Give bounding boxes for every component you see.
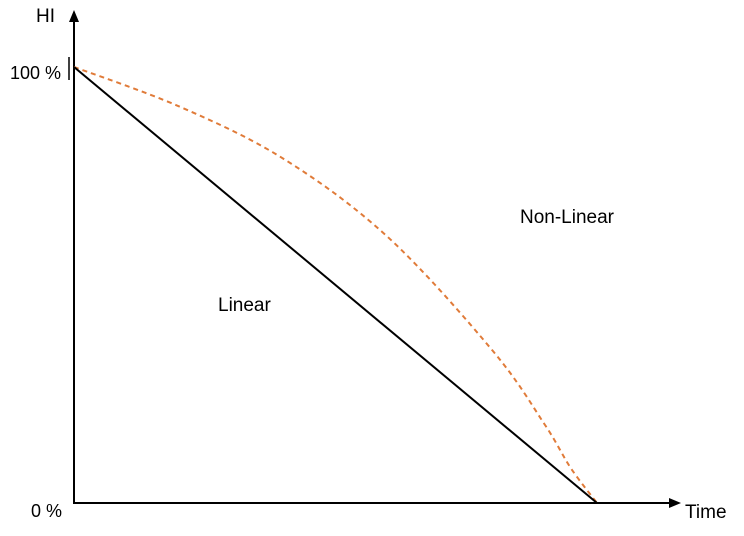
x-axis-arrow <box>669 498 681 508</box>
y-axis-arrow <box>69 10 79 22</box>
non-linear-curve <box>73 66 598 504</box>
x-axis-label: Time <box>685 502 727 523</box>
linear-line <box>73 66 598 504</box>
y-tick-label-100: 100 % <box>10 63 61 83</box>
y-tick-label-0: 0 % <box>31 501 62 521</box>
non-linear-annotation: Non-Linear <box>520 207 615 228</box>
y-axis-label: HI <box>36 6 55 27</box>
linear-annotation: Linear <box>218 295 271 316</box>
